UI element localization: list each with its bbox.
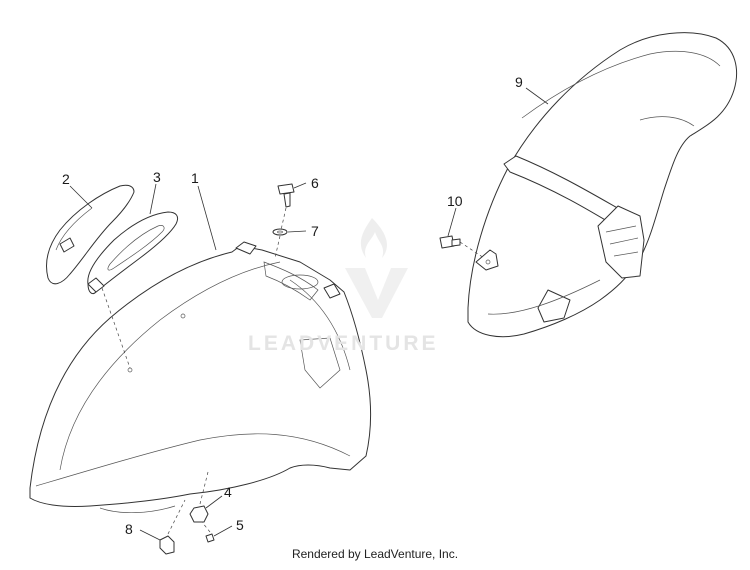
leader-line-8 [139,529,161,541]
leadventure-logo-watermark [345,218,408,318]
leader-line-10 [447,207,457,237]
rear-splash-guard [467,32,737,338]
washer [272,228,288,236]
leader-line-3 [149,183,157,215]
front-mudguard [29,241,371,514]
trim-cover-left [46,184,135,285]
nut [189,505,209,523]
assembly-line-3-1 [101,287,131,369]
leader-line-7 [287,230,307,233]
leader-line-5 [213,525,233,537]
leader-line-4 [205,495,223,509]
assembly-line-5-4 [201,521,211,533]
leader-line-9 [525,87,549,105]
callout-4: 4 [224,484,232,500]
callout-9: 9 [515,74,523,90]
clip [159,535,175,555]
assembly-line-8-1 [167,499,186,535]
callout-10: 10 [447,193,463,209]
assembly-line-6-7 [280,207,287,231]
screw [277,183,295,208]
callout-2: 2 [62,171,70,187]
leader-line-2 [69,185,93,209]
callout-5: 5 [236,517,244,533]
assembly-line-10-bracket [459,241,485,259]
watermark-text: LEADVENTURE [248,332,439,355]
footer-credit: Rendered by LeadVenture, Inc. [291,547,459,561]
callout-3: 3 [153,169,161,185]
trim-cover-right [87,211,179,295]
screw-small [205,533,215,543]
callout-8: 8 [125,521,133,537]
leader-line-1 [197,185,217,251]
leader-line-6 [293,182,307,189]
bolt-with-bracket [439,235,499,271]
callout-7: 7 [311,223,319,239]
callout-6: 6 [311,175,319,191]
callout-1: 1 [191,170,199,186]
assembly-line-7-1 [274,235,281,259]
